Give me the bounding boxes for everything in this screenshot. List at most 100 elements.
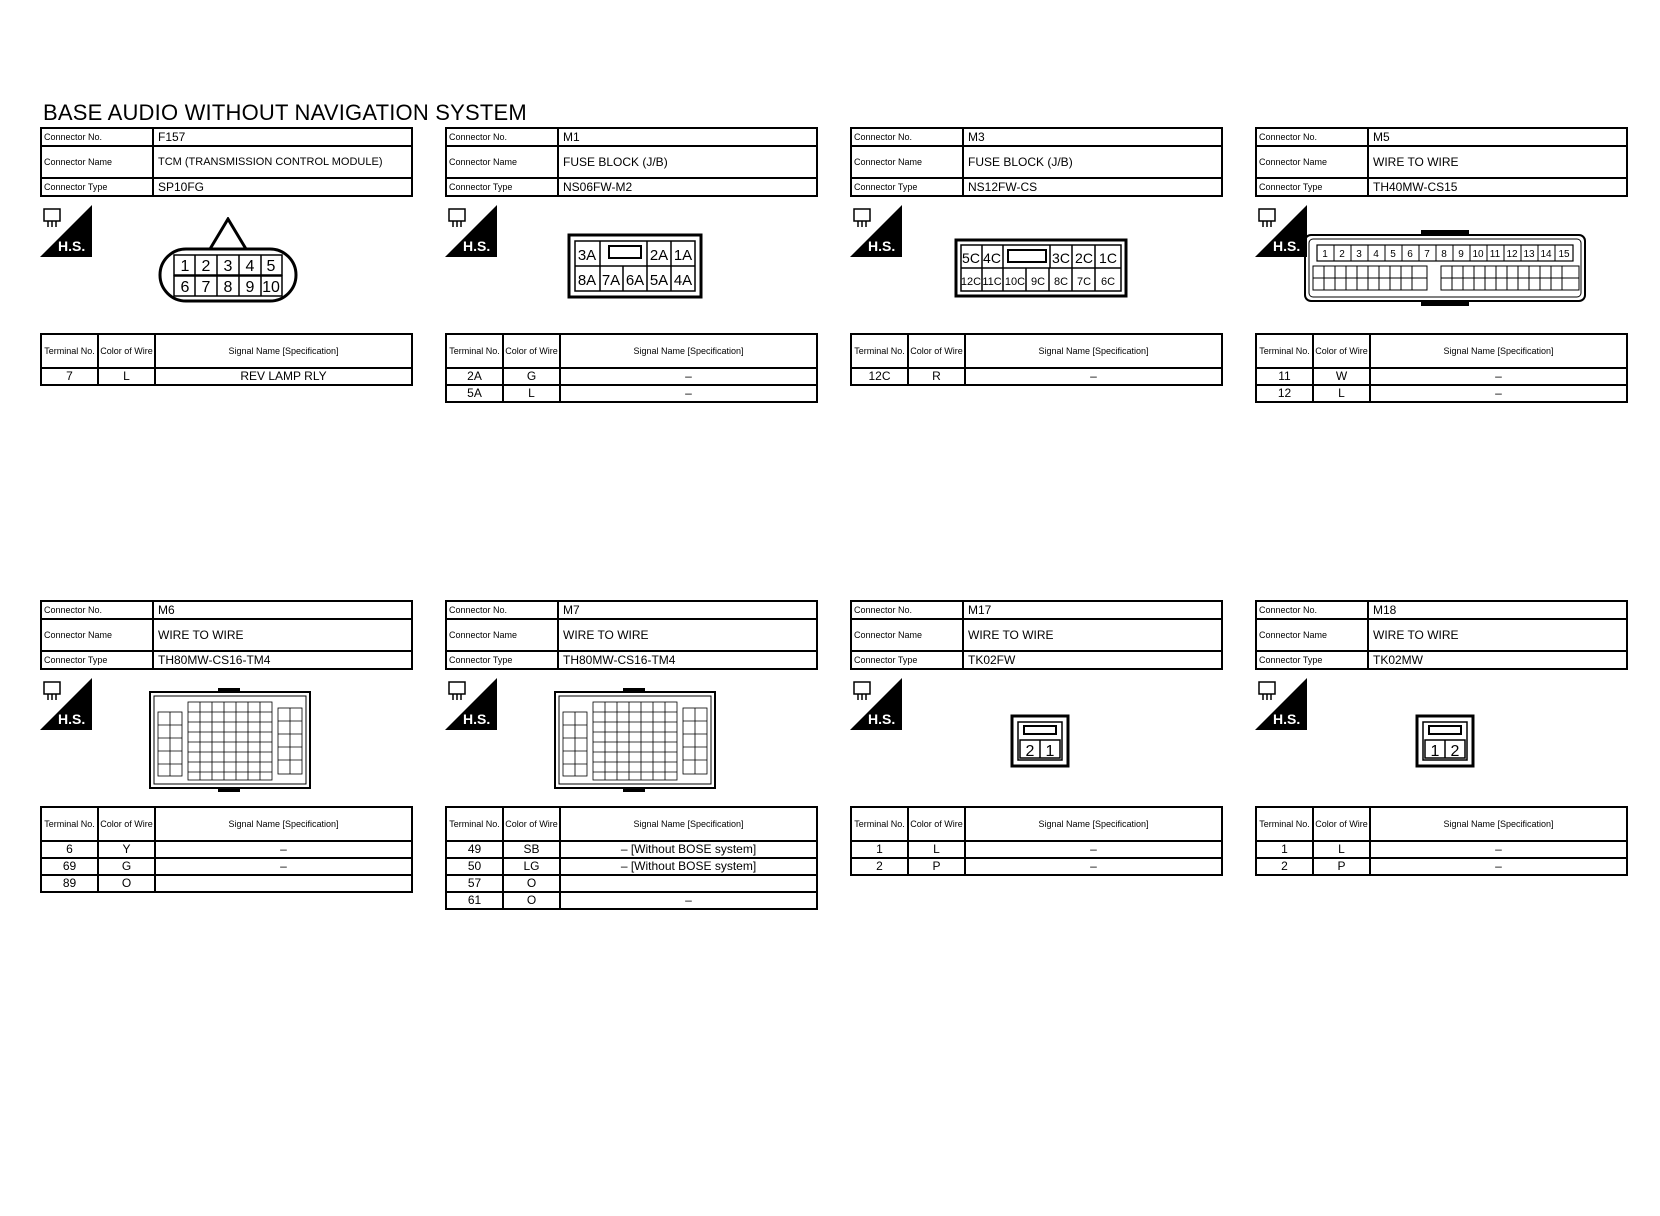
pin-label: 8C bbox=[1054, 276, 1068, 288]
connector-no-value: F157 bbox=[158, 130, 186, 144]
pin-label: 10C bbox=[1005, 276, 1025, 288]
terminal-no-cell: 7 bbox=[40, 367, 99, 386]
connector-type-label: Connector Type bbox=[42, 179, 154, 195]
wire-color-header: Color of Wire bbox=[1312, 806, 1371, 842]
pin-label: 2 bbox=[1451, 743, 1460, 760]
connector-no-label: Connector No. bbox=[852, 602, 964, 618]
connector-name-label: Connector Name bbox=[42, 147, 154, 177]
pin-label: 5 bbox=[267, 258, 276, 275]
connector-name-value: WIRE TO WIRE bbox=[1373, 628, 1459, 642]
connector-no-label: Connector No. bbox=[852, 129, 964, 145]
pin-label: 13 bbox=[1523, 249, 1535, 260]
terminal-no-cell: 57 bbox=[445, 874, 504, 893]
harness-side-icon: H.S. bbox=[850, 678, 902, 730]
terminal-no-cell: 12C bbox=[850, 367, 909, 386]
hs-label: H.S. bbox=[463, 711, 490, 727]
connector-name-value: TCM (TRANSMISSION CONTROL MODULE) bbox=[158, 156, 383, 168]
wire-color-cell: Y bbox=[97, 840, 156, 859]
lower-pin-grid bbox=[1312, 265, 1580, 291]
wire-color-header: Color of Wire bbox=[907, 806, 966, 842]
pin-label: 7 bbox=[1424, 249, 1430, 260]
pin-label: 5A bbox=[650, 272, 668, 289]
pin-label: 8 bbox=[1441, 249, 1447, 260]
harness-side-icon: H.S. bbox=[40, 678, 92, 730]
terminal-no-cell: 6 bbox=[40, 840, 99, 859]
pin-label: 9 bbox=[1458, 249, 1464, 260]
pin-label: 12C bbox=[961, 276, 981, 288]
connector-no-value: M7 bbox=[563, 603, 580, 617]
connector-diagram bbox=[554, 688, 716, 792]
signal-name-cell: REV LAMP RLY bbox=[154, 367, 413, 386]
pin-label: 3C bbox=[1052, 250, 1070, 266]
wire-color-cell: SB bbox=[502, 840, 561, 859]
connector-name-value: WIRE TO WIRE bbox=[1373, 155, 1459, 169]
wire-color-cell: G bbox=[502, 367, 561, 386]
pin-label: 5C bbox=[962, 250, 980, 266]
wire-color-cell: L bbox=[502, 384, 561, 403]
connector-no-label: Connector No. bbox=[42, 602, 154, 618]
connector-type-value: TH80MW-CS16-TM4 bbox=[563, 653, 676, 667]
pin-label: 1 bbox=[1322, 249, 1328, 260]
terminal-no-header: Terminal No. bbox=[1255, 806, 1314, 842]
connector-name-label: Connector Name bbox=[1257, 147, 1369, 177]
terminal-no-cell: 11 bbox=[1255, 367, 1314, 386]
connector-name-label: Connector Name bbox=[42, 620, 154, 650]
signal-name-header: Signal Name [Specification] bbox=[964, 806, 1223, 842]
terminal-no-header: Terminal No. bbox=[40, 806, 99, 842]
connector-name-label: Connector Name bbox=[1257, 620, 1369, 650]
wire-color-header: Color of Wire bbox=[97, 333, 156, 369]
connector-header: Connector No. M5 Connector Name WIRE TO WI… bbox=[1255, 127, 1628, 197]
wire-color-cell: L bbox=[1312, 384, 1371, 403]
connector-type-value: NS06FW-M2 bbox=[563, 180, 633, 194]
hs-label: H.S. bbox=[1273, 711, 1300, 727]
signal-name-cell bbox=[559, 874, 818, 893]
signal-name-header: Signal Name [Specification] bbox=[154, 806, 413, 842]
connector-diagram: 1 2 bbox=[1415, 714, 1475, 768]
connector-type-value: NS12FW-CS bbox=[968, 180, 1038, 194]
wire-color-cell: O bbox=[502, 891, 561, 910]
terminal-no-cell: 2 bbox=[850, 857, 909, 876]
pin-label: 3A bbox=[578, 247, 596, 264]
pin-label: 6 bbox=[1407, 249, 1413, 260]
pin-label: 1A bbox=[674, 247, 692, 264]
pin-label: 7C bbox=[1077, 276, 1091, 288]
hs-label: H.S. bbox=[58, 238, 85, 254]
harness-side-icon: H.S. bbox=[445, 205, 497, 257]
connector-no-label: Connector No. bbox=[1257, 129, 1369, 145]
pin-label: 1 bbox=[1431, 743, 1440, 760]
signal-name-cell: – bbox=[1369, 840, 1628, 859]
signal-name-cell: – bbox=[964, 857, 1223, 876]
wire-color-header: Color of Wire bbox=[502, 806, 561, 842]
signal-name-cell: – bbox=[964, 367, 1223, 386]
wire-color-header: Color of Wire bbox=[1312, 333, 1371, 369]
pin-label: 15 bbox=[1558, 249, 1570, 260]
pin-label: 6A bbox=[626, 272, 644, 289]
connector-diagram: 5C 4C 3C 2C 1C 12C 11C 10C 9C 8C 7C 6C bbox=[954, 238, 1128, 298]
connector-no-value: M6 bbox=[158, 603, 175, 617]
pin-label: 2 bbox=[1339, 249, 1345, 260]
wire-color-cell: O bbox=[502, 874, 561, 893]
connector-no-value: M5 bbox=[1373, 130, 1390, 144]
pin-label: 10 bbox=[1472, 249, 1484, 260]
pin-label: 4 bbox=[1373, 249, 1379, 260]
signal-name-header: Signal Name [Specification] bbox=[559, 806, 818, 842]
pin-label: 4 bbox=[246, 258, 255, 275]
